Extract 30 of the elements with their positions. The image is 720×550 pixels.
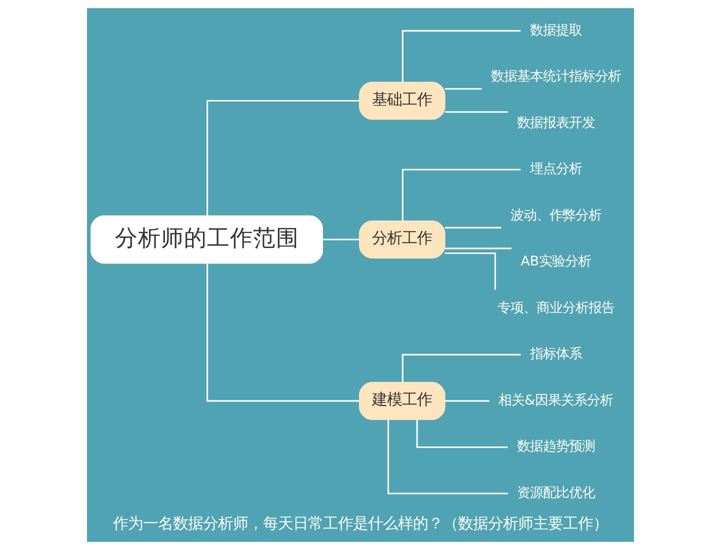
- connector: [444, 400, 489, 402]
- connector: [401, 168, 520, 221]
- node-text: 波动、作弊分析: [510, 208, 601, 224]
- node-box: 分析工作: [358, 220, 445, 259]
- connector: [444, 88, 482, 90]
- connector: [387, 420, 508, 494]
- node-text: 数据提取: [529, 23, 582, 38]
- node-text: 资源配比优化: [516, 486, 594, 501]
- node-box: 建模工作: [358, 382, 445, 420]
- node-text: 埋点分析: [529, 162, 582, 178]
- node-text: 数据基本统计指标分析: [490, 70, 620, 85]
- node-text: 指标体系: [529, 347, 582, 362]
- connector: [444, 111, 508, 113]
- node-box: 基础工作: [358, 82, 445, 120]
- connector: [444, 252, 496, 290]
- caption: 作为一名数据分析师，每天日常工作是什么样的？（数据分析师主要工作）: [112, 514, 608, 532]
- node-text: 数据趋势预测: [516, 440, 594, 455]
- connector: [206, 263, 359, 402]
- node-text: AB实验分析: [520, 254, 591, 270]
- connector: [401, 354, 520, 382]
- connector: [444, 226, 501, 228]
- node-text: 数据报表开发: [516, 116, 594, 131]
- node-text: 相关&因果关系分析: [498, 393, 613, 408]
- connector: [401, 30, 520, 82]
- node-box: 分析师的工作范围: [90, 215, 322, 264]
- connector: [206, 100, 359, 216]
- connector: [322, 238, 359, 240]
- node-text: 专项、商业分析报告: [496, 300, 614, 316]
- connector: [416, 420, 508, 448]
- connector: [444, 248, 511, 250]
